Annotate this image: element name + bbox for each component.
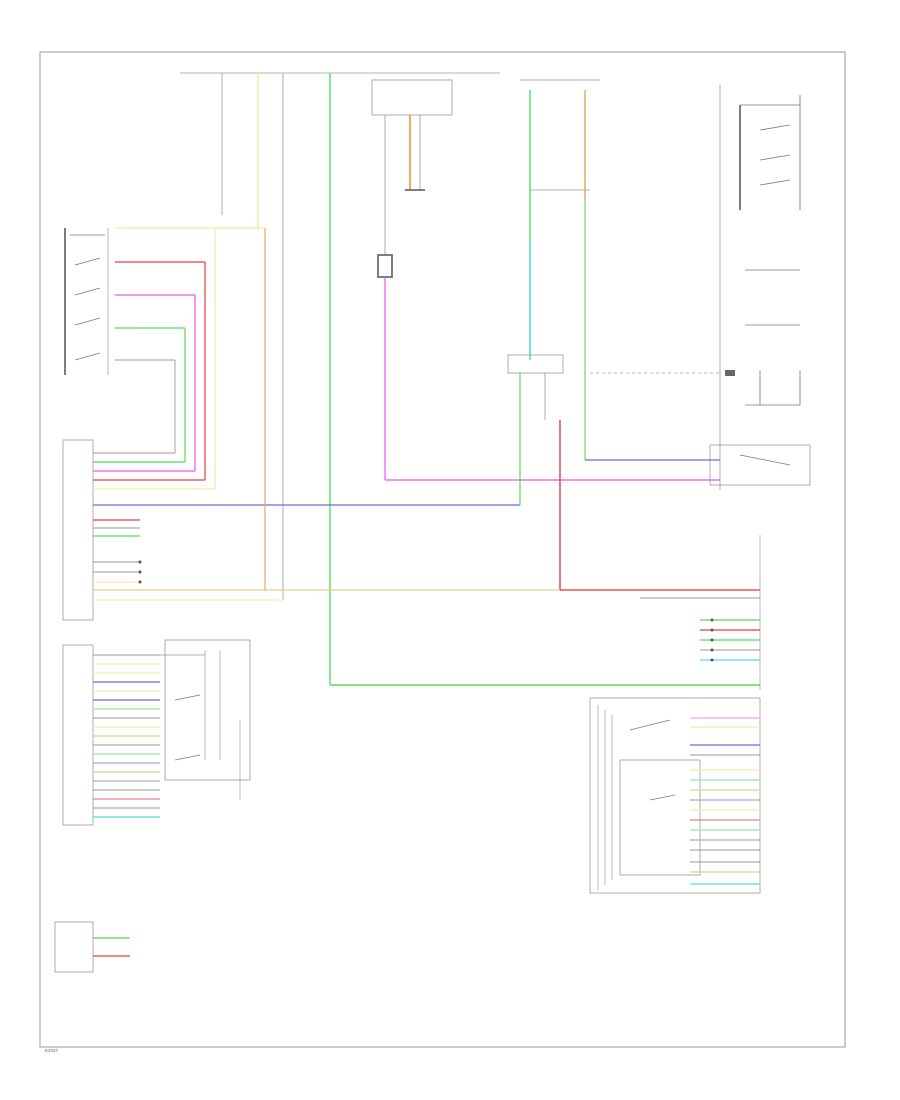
page-code: E2027 <box>45 1048 59 1053</box>
right-connector-lower <box>589 697 761 894</box>
right-connector-mid <box>330 535 761 690</box>
right-switch-assembly <box>585 85 811 490</box>
top-power-rail <box>180 72 720 685</box>
left-switch-block <box>64 227 265 375</box>
diagram-frame <box>39 51 846 1048</box>
left-connector-main <box>62 228 760 621</box>
left-connector-lower <box>62 639 251 826</box>
bottom-left-block <box>54 921 130 973</box>
